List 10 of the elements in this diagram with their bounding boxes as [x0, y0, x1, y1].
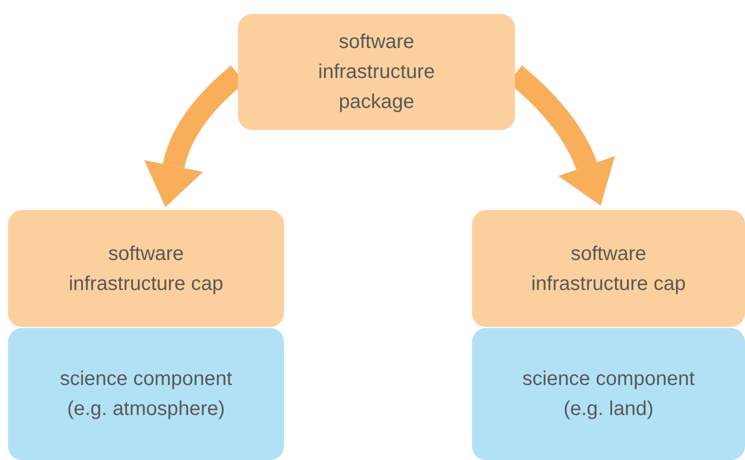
software-box — [8, 210, 284, 327]
science-box — [8, 328, 284, 460]
science-box — [472, 328, 745, 460]
box-label: science component (e.g. atmosphere) — [58, 367, 234, 422]
box-label: software infrastructure package — [317, 30, 436, 115]
software-box — [238, 14, 515, 130]
box-label: software infrastructure cap — [68, 242, 224, 296]
box-label: science component (e.g. land) — [521, 367, 696, 422]
software-box — [472, 210, 745, 327]
box-label: software infrastructure cap — [530, 242, 687, 296]
